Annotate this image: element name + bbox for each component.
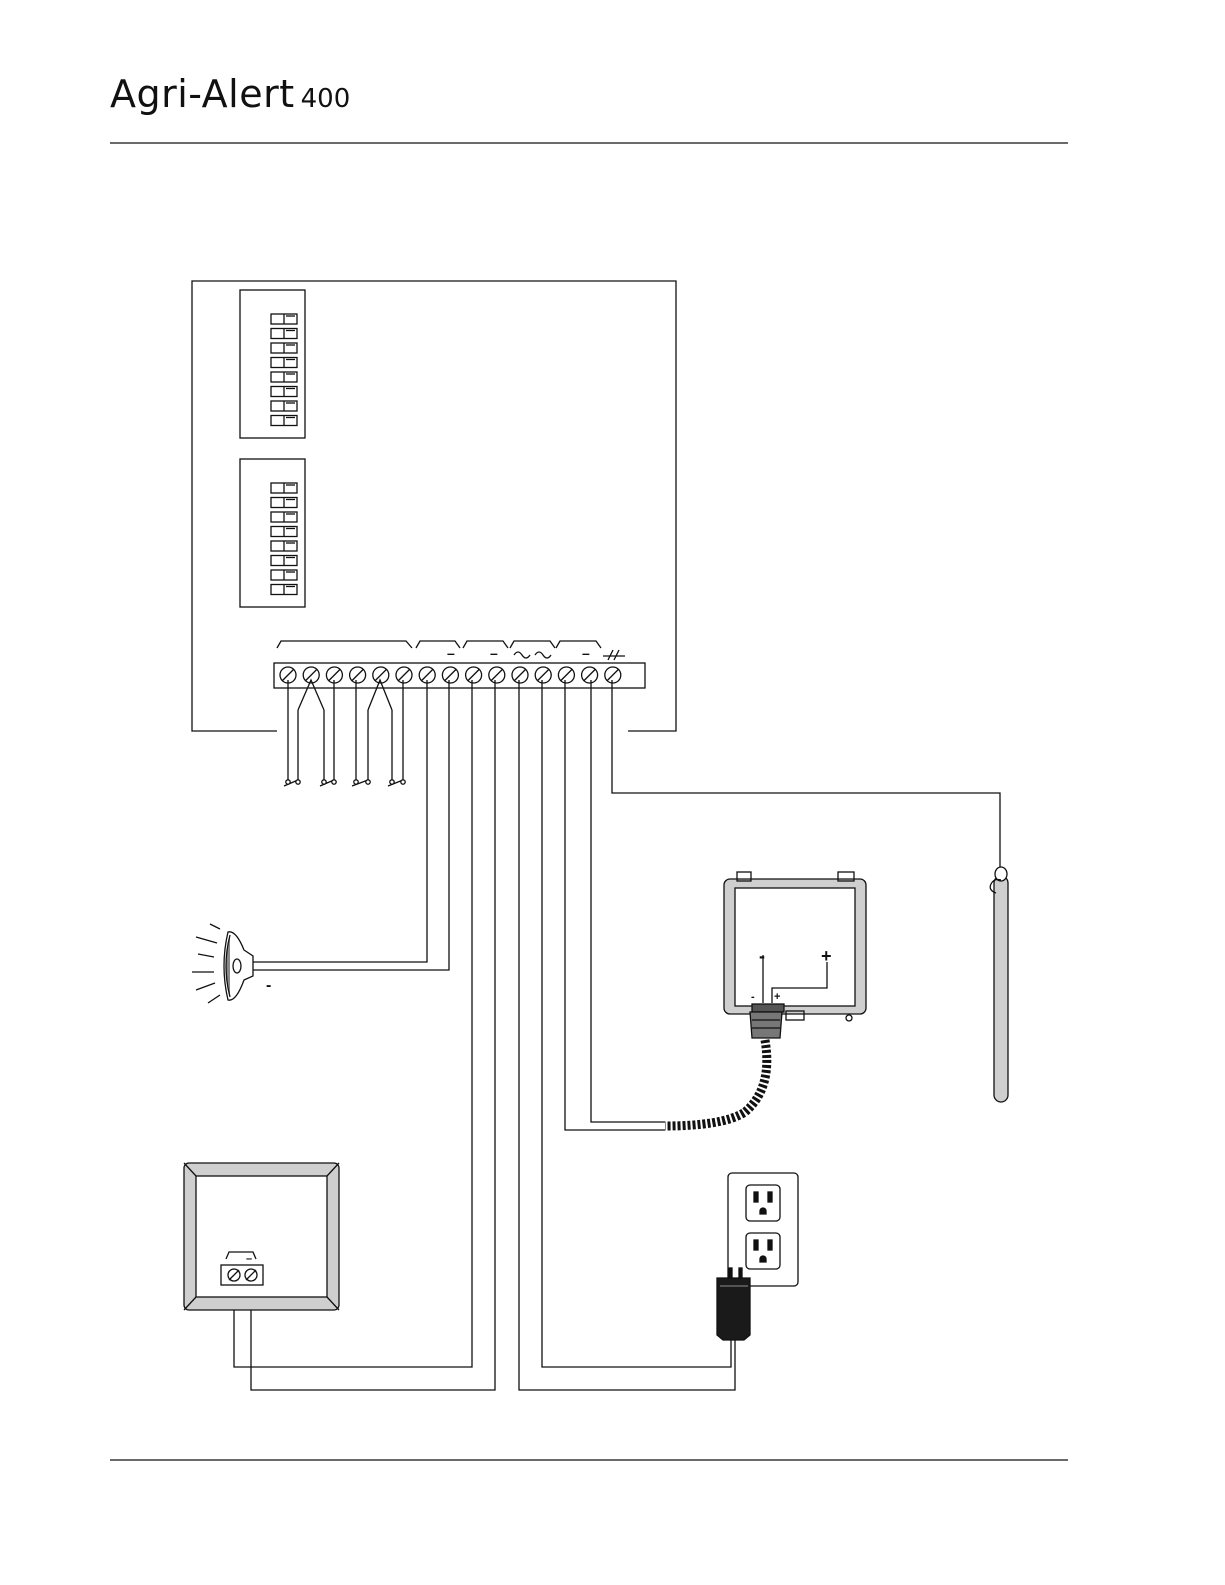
terminal-minus-2: –	[490, 645, 498, 661]
power-adapter	[717, 1268, 750, 1340]
adapter-wires	[519, 680, 735, 1390]
siren-wires	[253, 680, 449, 970]
terminal-screws	[280, 667, 621, 683]
battery-small-plus: +	[774, 991, 780, 1003]
battery-box	[724, 872, 866, 1038]
dip-switches-2	[271, 483, 297, 595]
siren-minus-label: -	[266, 977, 271, 994]
dip-switches-1	[271, 314, 297, 426]
battery-minus-label: -	[759, 946, 765, 966]
terminal-minus-1: –	[447, 645, 455, 661]
remote-box	[184, 1163, 339, 1310]
ground-symbol	[603, 650, 625, 660]
battery-plus-label: +	[821, 946, 832, 966]
ac-symbol-1	[514, 652, 530, 658]
flex-conduit	[665, 1040, 767, 1126]
ac-symbol-2	[535, 652, 551, 658]
temperature-probe	[990, 867, 1008, 1102]
input-contacts	[284, 680, 403, 786]
remote-minus-label: –	[246, 1253, 252, 1265]
siren	[192, 924, 253, 1003]
battery-small-minus: -	[751, 991, 755, 1003]
battery-wires	[565, 680, 665, 1130]
terminal-brackets	[277, 641, 601, 648]
terminal-minus-3: –	[582, 645, 590, 661]
probe-wire	[612, 680, 1000, 870]
